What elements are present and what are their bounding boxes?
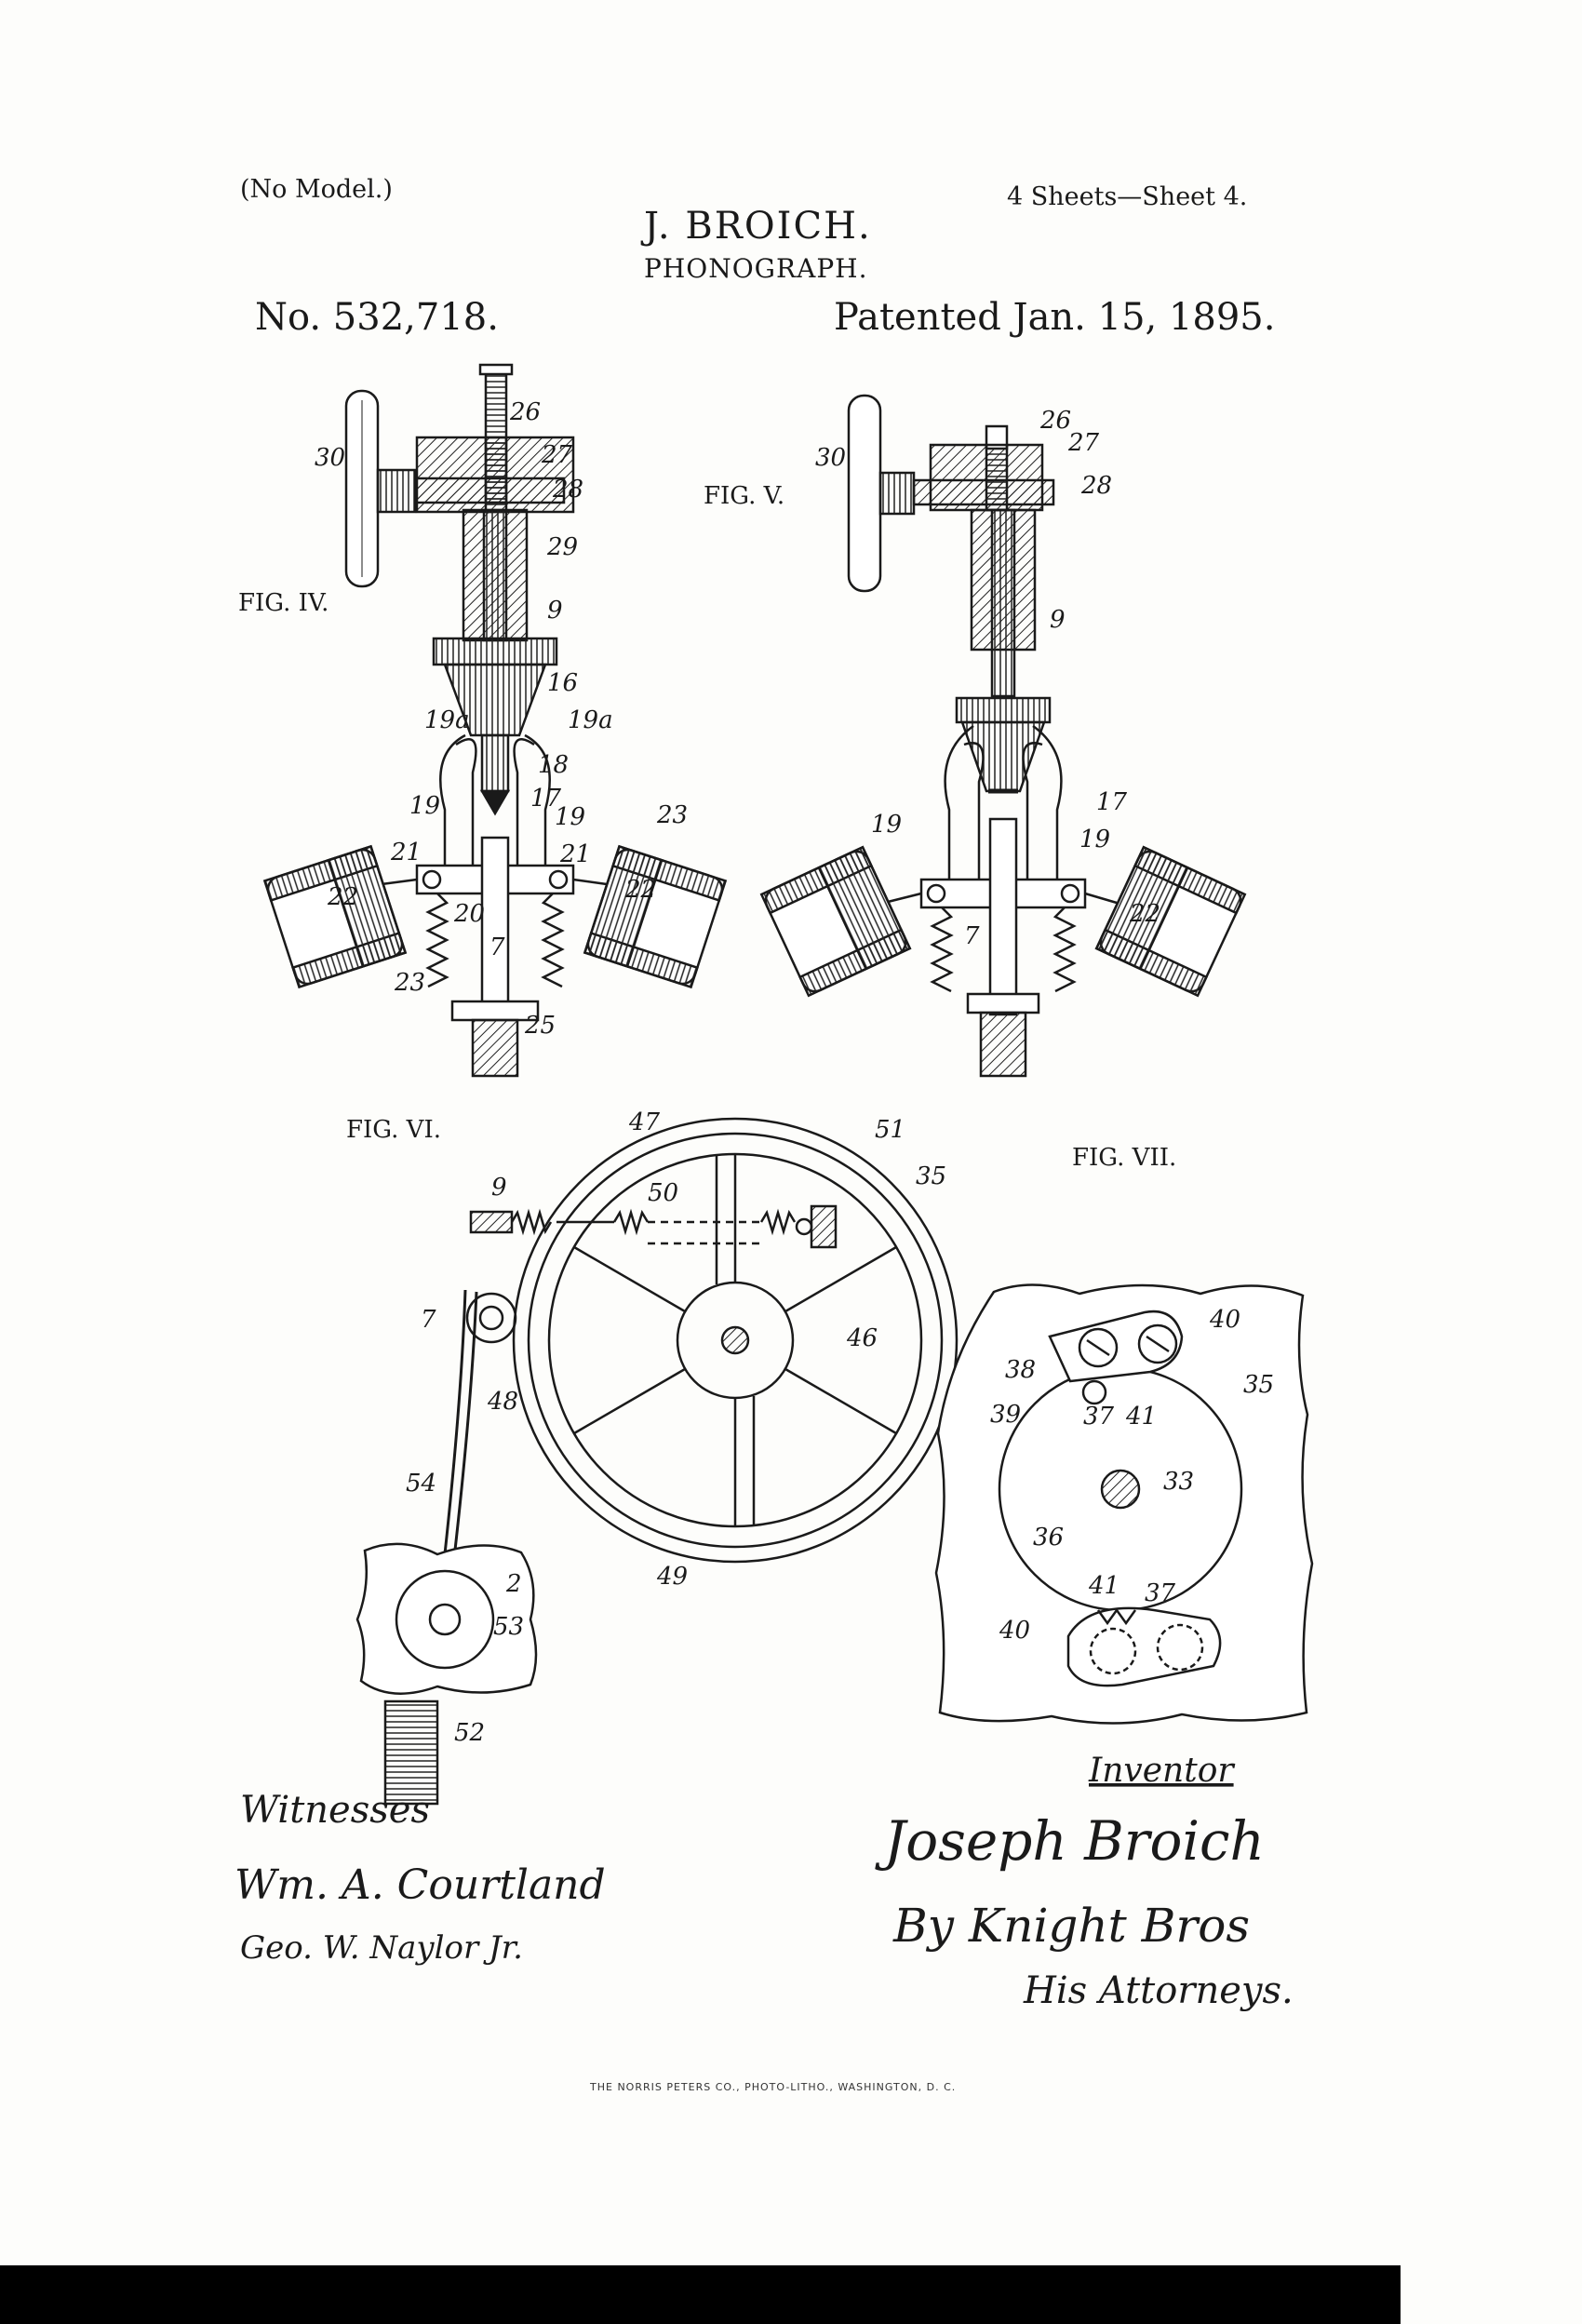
label-19a-right: 19a bbox=[568, 706, 613, 734]
label-23-bottom: 23 bbox=[394, 969, 425, 997]
model-note: (No Model.) bbox=[240, 175, 393, 204]
label-22-left: 22 bbox=[327, 883, 358, 911]
inventor-name: J. BROICH. bbox=[644, 205, 872, 248]
figure-5 bbox=[759, 394, 1247, 1078]
label-18: 18 bbox=[538, 751, 569, 779]
scan-border-bar bbox=[0, 2265, 1401, 2324]
label-37-bottom: 37 bbox=[1145, 1579, 1176, 1607]
label-48: 48 bbox=[487, 1388, 518, 1416]
label-17: 17 bbox=[530, 785, 562, 813]
inventor-heading: Inventor bbox=[1088, 1752, 1235, 1790]
label-49: 49 bbox=[656, 1563, 688, 1591]
label-16: 16 bbox=[547, 669, 578, 697]
label-19a-left: 19a bbox=[424, 706, 470, 734]
label-47: 47 bbox=[628, 1108, 661, 1136]
patent-number: No. 532,718. bbox=[255, 296, 499, 339]
label-33: 33 bbox=[1163, 1468, 1194, 1496]
label-19-left: 19 bbox=[409, 792, 440, 820]
label-37-top: 37 bbox=[1083, 1403, 1115, 1431]
label-20: 20 bbox=[453, 900, 485, 928]
inventor-signature: Joseph Broich bbox=[875, 1809, 1265, 1873]
label-26: 26 bbox=[509, 398, 541, 426]
label-27: 27 bbox=[541, 441, 573, 469]
by-line-signature: By Knight Bros bbox=[892, 1899, 1250, 1953]
label-38: 38 bbox=[1005, 1356, 1036, 1384]
label-27-fig5: 27 bbox=[1067, 429, 1100, 457]
label-54: 54 bbox=[406, 1470, 436, 1498]
label-9: 9 bbox=[547, 597, 563, 625]
label-50: 50 bbox=[648, 1179, 678, 1207]
label-30-fig5: 30 bbox=[815, 444, 846, 472]
attorneys-signature: His Attorneys. bbox=[1023, 1969, 1294, 2012]
label-17-fig5: 17 bbox=[1096, 788, 1128, 816]
label-22-fig5: 22 bbox=[1129, 900, 1160, 928]
label-30: 30 bbox=[315, 444, 345, 472]
figure-4 bbox=[262, 363, 728, 1078]
patented-date: Patented Jan. 15, 1895. bbox=[834, 296, 1276, 339]
label-40-bottom: 40 bbox=[999, 1617, 1030, 1645]
sheet-count: 4 Sheets—Sheet 4. bbox=[1007, 182, 1248, 211]
label-2: 2 bbox=[505, 1570, 522, 1598]
fig7-caption: FIG. VII. bbox=[1072, 1144, 1176, 1172]
label-9-fig5: 9 bbox=[1050, 606, 1066, 634]
label-7-fig6: 7 bbox=[421, 1306, 436, 1334]
label-51: 51 bbox=[875, 1116, 905, 1144]
label-21-right: 21 bbox=[559, 840, 591, 868]
label-29: 29 bbox=[546, 533, 578, 561]
label-26-fig5: 26 bbox=[1039, 407, 1071, 435]
label-22-right: 22 bbox=[624, 876, 656, 904]
figure-6 bbox=[355, 1117, 959, 1806]
label-39: 39 bbox=[990, 1401, 1021, 1429]
label-28-fig5: 28 bbox=[1080, 472, 1112, 500]
fig4-caption: FIG. IV. bbox=[238, 589, 328, 617]
label-7-fig4: 7 bbox=[489, 934, 505, 961]
label-41-bottom: 41 bbox=[1088, 1572, 1119, 1600]
label-52: 52 bbox=[454, 1719, 485, 1747]
label-25: 25 bbox=[524, 1012, 556, 1040]
witness-1-signature: Wm. A. Courtland bbox=[235, 1861, 606, 1909]
label-53: 53 bbox=[493, 1613, 524, 1641]
label-9-fig6: 9 bbox=[491, 1174, 507, 1202]
label-36: 36 bbox=[1033, 1524, 1064, 1552]
witnesses-heading: Witnesses bbox=[240, 1789, 430, 1832]
figure-7 bbox=[934, 1283, 1314, 1725]
label-41-top: 41 bbox=[1125, 1403, 1157, 1431]
label-7-fig5: 7 bbox=[964, 922, 980, 950]
witness-2-signature: Geo. W. Naylor Jr. bbox=[240, 1929, 523, 1967]
label-21-left: 21 bbox=[390, 839, 422, 866]
label-19-fig5-right: 19 bbox=[1079, 826, 1110, 853]
label-46: 46 bbox=[846, 1324, 878, 1352]
fig6-caption: FIG. VI. bbox=[346, 1116, 441, 1144]
label-35-fig7: 35 bbox=[1243, 1371, 1274, 1399]
label-35-fig6: 35 bbox=[916, 1162, 946, 1190]
label-28: 28 bbox=[552, 476, 583, 504]
patent-title: PHONOGRAPH. bbox=[644, 253, 868, 284]
printer-credit: THE NORRIS PETERS CO., PHOTO-LITHO., WAS… bbox=[590, 2081, 957, 2093]
label-40-top: 40 bbox=[1209, 1306, 1240, 1334]
label-19-fig5-left: 19 bbox=[871, 811, 902, 839]
fig5-caption: FIG. V. bbox=[704, 482, 784, 510]
label-23-top: 23 bbox=[656, 801, 688, 829]
label-19-right: 19 bbox=[555, 803, 585, 831]
